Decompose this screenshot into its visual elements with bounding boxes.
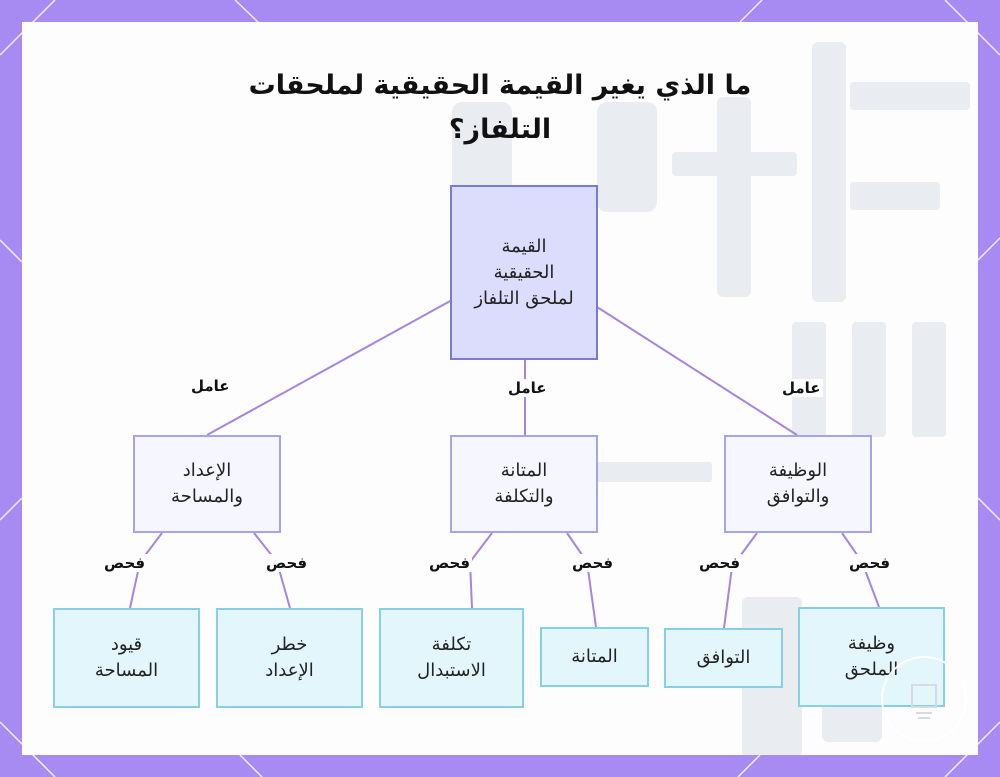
edge-label-check: فحص <box>697 554 743 572</box>
factor-node-durability-cost: المتانة والتكلفة <box>450 435 598 533</box>
factor-node-function-compatibility: الوظيفة والتوافق <box>724 435 872 533</box>
check-node-durability: المتانة <box>540 627 649 687</box>
check-node-label: تكلفة الاستبدال <box>417 634 486 681</box>
edge-label-check: فحص <box>847 554 893 572</box>
check-node-label: التوافق <box>696 647 751 668</box>
edge-label-check: فحص <box>427 554 473 572</box>
edge-label-factor: عامل <box>189 377 232 395</box>
edge-root-setup <box>206 299 453 436</box>
factor-node-label: المتانة والتكلفة <box>494 460 554 507</box>
factor-node-setup-space: الإعداد والمساحة <box>133 435 281 533</box>
edge-label-factor: عامل <box>780 379 823 397</box>
diagram-card: ما الذي يغير القيمة الحقيقية لملحقات الت… <box>22 22 978 755</box>
check-node-replacement-cost: تكلفة الاستبدال <box>379 608 524 708</box>
edge-durability-replacement <box>468 532 493 609</box>
factor-node-label: الوظيفة والتوافق <box>766 460 830 507</box>
edge-function-compatibility <box>723 532 758 629</box>
check-node-setup-risk: خطر الإعداد <box>216 608 363 708</box>
root-node: القيمة الحقيقية لملحق التلفاز <box>450 185 598 360</box>
check-node-compatibility: التوافق <box>664 628 783 688</box>
diagram-title: ما الذي يغير القيمة الحقيقية لملحقات الت… <box>248 70 752 145</box>
factor-node-label: الإعداد والمساحة <box>171 460 243 507</box>
edge-label-check: فحص <box>570 554 616 572</box>
check-node-space-limits: قيود المساحة <box>53 608 200 708</box>
edge-label-factor: عامل <box>506 379 549 397</box>
check-node-label: خطر الإعداد <box>265 634 314 681</box>
edge-label-check: فحص <box>102 554 148 572</box>
edge-root-function <box>596 306 798 436</box>
edge-label-check: فحص <box>264 554 310 572</box>
edge-durability-durability <box>566 532 597 628</box>
lightbulb-icon <box>881 656 967 742</box>
root-node-label: القيمة الحقيقية لملحق التلفاز <box>474 235 574 309</box>
check-node-label: قيود المساحة <box>94 634 159 681</box>
check-node-label: المتانة <box>571 646 618 667</box>
check-node-label: وظيفة الملحق <box>844 633 899 680</box>
